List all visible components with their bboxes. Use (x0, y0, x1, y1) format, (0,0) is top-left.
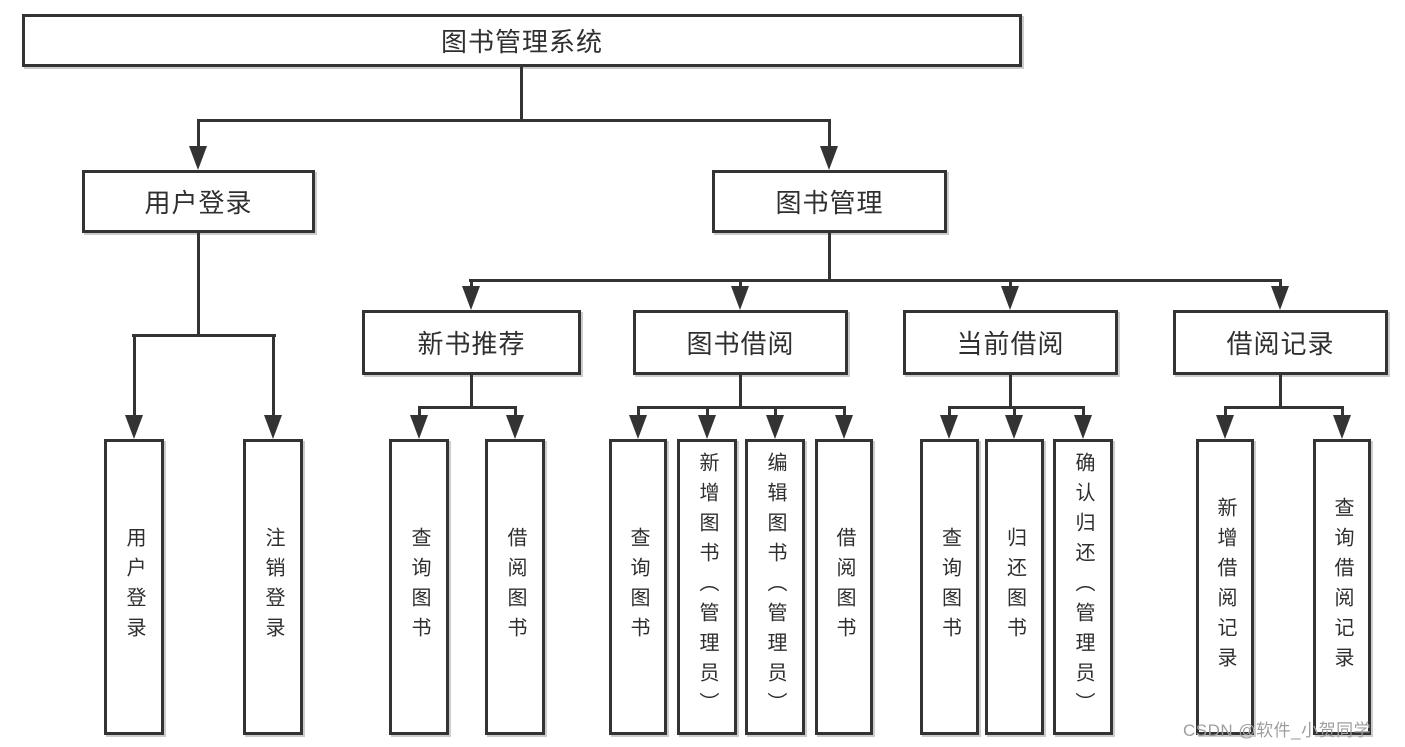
node-leaf-nbr-borrow-book: 借阅图书 (485, 439, 545, 735)
node-leaf-cb-query-book: 查询图书 (920, 439, 979, 735)
connector-drop-bb-borrow (843, 406, 846, 417)
node-current-borrow: 当前借阅 (903, 310, 1118, 375)
node-borrow-record: 借阅记录 (1173, 310, 1388, 375)
connector-user-login-stem (197, 232, 200, 336)
arrow-down-icon (1216, 415, 1234, 439)
connector-drop-cb-query (948, 406, 951, 417)
node-label: 借阅图书 (504, 527, 526, 647)
node-leaf-user-login: 用户登录 (104, 439, 164, 735)
arrow-down-icon (820, 146, 838, 170)
arrow-down-icon (940, 415, 958, 439)
connector-drop-logout (272, 334, 275, 416)
connector-drop-br-query (1341, 406, 1344, 417)
connector-drop-book-borrow (739, 279, 742, 288)
node-label: 查询图书 (938, 527, 961, 647)
connector-cb-branch (948, 406, 1085, 409)
node-leaf-logout: 注销登录 (243, 439, 303, 735)
node-label: 查询图书 (627, 527, 649, 647)
connector-drop-nbr-query (418, 406, 421, 417)
node-leaf-br-query-record: 查询借阅记录 (1313, 439, 1371, 735)
connector-drop-bb-edit (774, 406, 777, 417)
node-label: 图书借阅 (686, 329, 795, 359)
connector-nbr-branch (418, 406, 517, 409)
arrow-down-icon (1074, 415, 1092, 439)
connector-drop-new-book-recommend (470, 279, 473, 288)
connector-drop-bb-add (706, 406, 709, 417)
arrow-down-icon (410, 415, 428, 439)
node-label: 当前借阅 (956, 329, 1065, 359)
connector-book-management-stem (828, 232, 831, 281)
node-label: 借阅图书 (833, 527, 855, 647)
node-leaf-cb-confirm-return: 确认归还（管理员） (1053, 439, 1113, 735)
node-leaf-bb-add-book: 新增图书（管理员） (677, 439, 737, 735)
arrow-down-icon (1001, 286, 1019, 310)
node-label: 新增借阅记录 (1214, 497, 1236, 677)
connector-drop-user-login (197, 119, 200, 147)
arrow-down-icon (1005, 415, 1023, 439)
arrow-down-icon (125, 415, 143, 439)
connector-bb-branch (637, 406, 846, 409)
watermark: CSDN @软件_小贺同学 (1183, 721, 1372, 740)
arrow-down-icon (766, 415, 784, 439)
node-label: 用户登录 (144, 188, 253, 218)
arrow-down-icon (1333, 415, 1351, 439)
node-label: 图书管理 (775, 188, 884, 218)
node-leaf-bb-query-book: 查询图书 (609, 439, 667, 735)
connector-drop-cb-return (1013, 406, 1016, 417)
arrow-down-icon (629, 415, 647, 439)
node-leaf-br-add-record: 新增借阅记录 (1196, 439, 1254, 735)
arrow-down-icon (506, 415, 524, 439)
node-leaf-bb-edit-book: 编辑图书（管理员） (745, 439, 805, 735)
node-leaf-cb-return-book: 归还图书 (985, 439, 1044, 735)
arrow-down-icon (835, 415, 853, 439)
arrow-down-icon (1271, 286, 1289, 310)
node-label: 归还图书 (1003, 527, 1026, 647)
node-label: 用户登录 (123, 527, 145, 647)
connector-user-login-branch (132, 334, 276, 337)
connector-drop-book-management (828, 119, 831, 147)
connector-drop-cb-confirm (1082, 406, 1085, 417)
node-user-login: 用户登录 (82, 170, 315, 233)
connector-drop-br-add (1224, 406, 1227, 417)
node-leaf-nbr-query-book: 查询图书 (389, 439, 449, 735)
node-label: 借阅记录 (1226, 329, 1335, 359)
connector-drop-nbr-borrow (514, 406, 517, 417)
arrow-down-icon (731, 286, 749, 310)
connector-book-management-branch (469, 279, 1282, 282)
node-label: 新增图书（管理员） (696, 452, 718, 722)
node-label: 注销登录 (262, 527, 284, 647)
connector-root-branch (197, 119, 831, 122)
arrow-down-icon (264, 415, 282, 439)
connector-br-stem (1279, 374, 1282, 408)
connector-drop-bb-query (637, 406, 640, 417)
connector-drop-borrow-record (1279, 279, 1282, 288)
arrow-down-icon (189, 146, 207, 170)
node-library-management-system: 图书管理系统 (22, 14, 1022, 67)
node-leaf-bb-borrow-book: 借阅图书 (815, 439, 873, 735)
arrow-down-icon (698, 415, 716, 439)
connector-root-stem (520, 66, 523, 122)
arrow-down-icon (462, 286, 480, 310)
connector-drop-login (133, 334, 136, 416)
connector-br-branch (1224, 406, 1344, 409)
node-label: 查询图书 (408, 527, 430, 647)
node-label: 查询借阅记录 (1331, 497, 1353, 677)
node-label: 确认归还（管理员） (1072, 452, 1094, 722)
connector-drop-current-borrow (1009, 279, 1012, 288)
connector-cb-stem (1009, 374, 1012, 408)
connector-nbr-stem (470, 374, 473, 408)
node-new-book-recommend: 新书推荐 (362, 310, 581, 375)
node-label: 新书推荐 (417, 329, 526, 359)
node-book-borrow: 图书借阅 (633, 310, 848, 375)
node-book-management: 图书管理 (712, 170, 947, 233)
connector-bb-stem (739, 374, 742, 408)
node-label: 图书管理系统 (440, 27, 603, 57)
node-label: 编辑图书（管理员） (764, 452, 786, 722)
